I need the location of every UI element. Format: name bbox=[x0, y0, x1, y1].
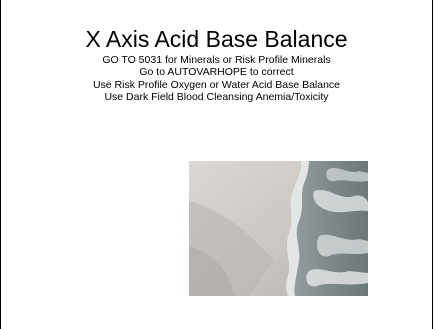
text-line-1: GO TO 5031 for Minerals or Risk Profile … bbox=[102, 54, 331, 66]
shoreline-image bbox=[189, 161, 368, 296]
text-line-3: Use Risk Profile Oxygen or Water Acid Ba… bbox=[92, 78, 341, 91]
slide-title: X Axis Acid Base Balance bbox=[85, 26, 348, 52]
text-line-2: Go to AUTOVARHOPE to correct bbox=[139, 66, 294, 79]
slide-text-lines: GO TO 5031 for Minerals or Risk Profile … bbox=[1, 54, 432, 103]
text-line-4: Use Dark Field Blood Cleansing Anemia/To… bbox=[104, 90, 329, 103]
photo-texture bbox=[189, 161, 368, 296]
shoreline-photo bbox=[189, 161, 368, 296]
